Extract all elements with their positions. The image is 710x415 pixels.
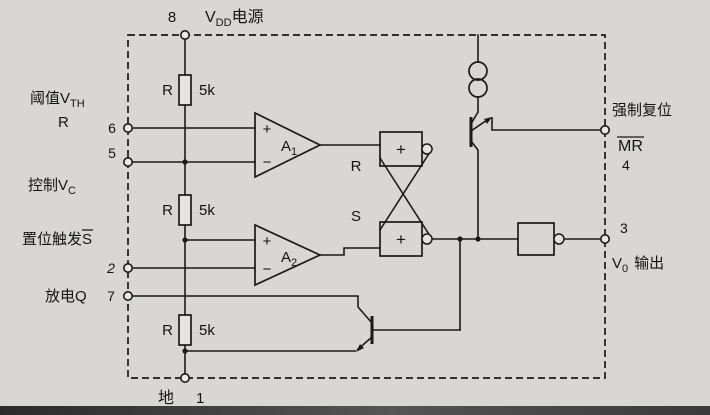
- transistor-lead: [470, 140, 479, 151]
- pin-7-terminal: [123, 290, 134, 301]
- output-buffer: [517, 222, 565, 256]
- resistor-value: 5k: [199, 202, 215, 219]
- pin5-number: 5: [108, 145, 116, 161]
- pin-6-terminal: [123, 123, 134, 134]
- pin-8-terminal: [180, 29, 191, 40]
- resistor-body: [178, 74, 192, 106]
- plus-input-label: +: [263, 233, 272, 250]
- inversion-bubble: [553, 233, 565, 245]
- buffer-box: [517, 222, 555, 256]
- inversion-bubble: [421, 143, 433, 155]
- inversion-bubble: [421, 233, 433, 245]
- wire-cross-1: [378, 147, 434, 232]
- pin-5-terminal: [123, 157, 134, 168]
- resistor-r1: R 5k: [162, 74, 215, 106]
- minus-input-label: −: [263, 154, 272, 171]
- resistor-r2: R 5k: [162, 194, 215, 226]
- wire-a2-out: [319, 247, 381, 256]
- wires: [127, 34, 606, 379]
- emitter-arrow: [484, 117, 492, 124]
- resistor-label: R: [162, 322, 173, 339]
- rs-flipflop: + + R S: [351, 131, 433, 257]
- pin-3-terminal: [599, 234, 610, 245]
- ff-r-input-label: R: [351, 158, 362, 175]
- resistor-label: R: [162, 202, 173, 219]
- comparator-a2: + − A2: [254, 223, 323, 287]
- resistor-r3: R 5k: [162, 314, 215, 346]
- pin1-number: 1: [196, 390, 204, 407]
- junction-dot: [182, 159, 188, 165]
- ff-s-input-label: S: [351, 208, 361, 225]
- gate-symbol: +: [396, 140, 406, 159]
- transistor-collector: [357, 306, 373, 324]
- discharge-transistor: [185, 296, 374, 352]
- junction-dot: [457, 236, 463, 242]
- resistor-label: R: [162, 82, 173, 99]
- junction-dot: [475, 236, 481, 242]
- pin7-number: 7: [107, 288, 115, 304]
- comparator-triangle: [254, 111, 322, 179]
- current-source: [468, 61, 488, 98]
- wire-cross-2: [378, 156, 434, 241]
- reset-transistor: [469, 111, 493, 239]
- pin4-number: 4: [622, 157, 630, 173]
- ic-package-outline: [127, 34, 606, 379]
- threshold-label: 阈值VTH: [30, 90, 85, 110]
- ground-label: 地: [158, 389, 174, 407]
- comparator-triangle: [254, 223, 323, 287]
- pin6-number: 6: [108, 120, 116, 136]
- trigger-label: 置位触发S: [22, 231, 92, 248]
- emitter-arrow: [356, 344, 364, 352]
- resistor-value: 5k: [199, 82, 215, 99]
- resistor-body: [178, 194, 192, 226]
- discharge-label: 放电Q: [45, 288, 87, 305]
- pin3-number: 3: [620, 220, 628, 236]
- pin-4-terminal: [599, 125, 610, 136]
- pin8-number: 8: [168, 9, 176, 26]
- junction-dot: [182, 237, 188, 243]
- minus-input-label: −: [263, 261, 272, 278]
- comparator-label: A2: [281, 249, 297, 269]
- pin-terminals: [123, 29, 610, 383]
- junction-dots: [182, 159, 481, 354]
- comparator-a1: + − A1: [254, 111, 322, 179]
- reset-label: 强制复位: [612, 101, 672, 119]
- vdd-label: VDD电源: [205, 8, 264, 29]
- plus-input-label: +: [263, 121, 272, 138]
- pin-2-terminal: [123, 262, 134, 273]
- pin2-number: 2: [106, 260, 115, 276]
- threshold-sym2: R: [58, 114, 69, 131]
- reset-sym: MR: [618, 138, 643, 155]
- current-source-circle: [468, 61, 488, 81]
- scan-edge-artifact: [0, 406, 710, 415]
- current-source-circle: [468, 78, 488, 98]
- control-label: 控制VC: [28, 177, 76, 197]
- resistor-body: [178, 314, 192, 346]
- gate-symbol: +: [396, 230, 406, 249]
- pin-1-terminal: [180, 372, 191, 383]
- resistor-value: 5k: [199, 322, 215, 339]
- comparator-label: A1: [281, 138, 297, 158]
- junction-dot: [182, 348, 188, 354]
